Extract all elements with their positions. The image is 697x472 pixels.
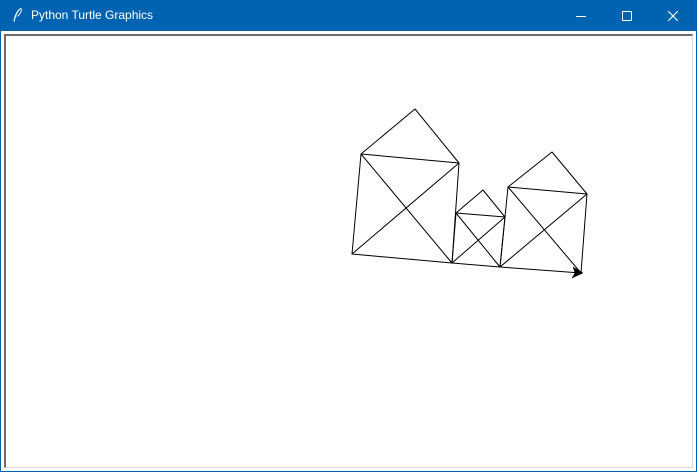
turtle-arrow-icon bbox=[571, 266, 584, 279]
window-frame-left bbox=[0, 31, 1, 472]
turtle-canvas-border bbox=[4, 34, 693, 468]
minimize-icon bbox=[576, 11, 586, 21]
square-right-diagonal-2 bbox=[507, 186, 582, 274]
roof-small-middle bbox=[455, 189, 506, 218]
close-button[interactable] bbox=[650, 0, 696, 31]
window-title: Python Turtle Graphics bbox=[31, 8, 154, 22]
square-small-middle-diagonal-2 bbox=[455, 212, 501, 268]
square-right-diagonal-1 bbox=[499, 193, 588, 268]
maximize-icon bbox=[622, 10, 632, 21]
roof-right bbox=[507, 151, 588, 195]
turtle-drawing[interactable] bbox=[1, 31, 696, 471]
canvas-area[interactable] bbox=[1, 31, 696, 471]
maximize-button[interactable] bbox=[604, 0, 650, 31]
title-bar[interactable]: Python Turtle Graphics bbox=[0, 0, 697, 31]
square-large-left-diagonal-2 bbox=[360, 153, 453, 264]
close-icon bbox=[668, 10, 678, 21]
minimize-button[interactable] bbox=[558, 0, 604, 31]
square-large-left-diagonal-1 bbox=[351, 162, 460, 255]
roof-large-left bbox=[360, 108, 460, 164]
feather-icon bbox=[11, 7, 23, 23]
